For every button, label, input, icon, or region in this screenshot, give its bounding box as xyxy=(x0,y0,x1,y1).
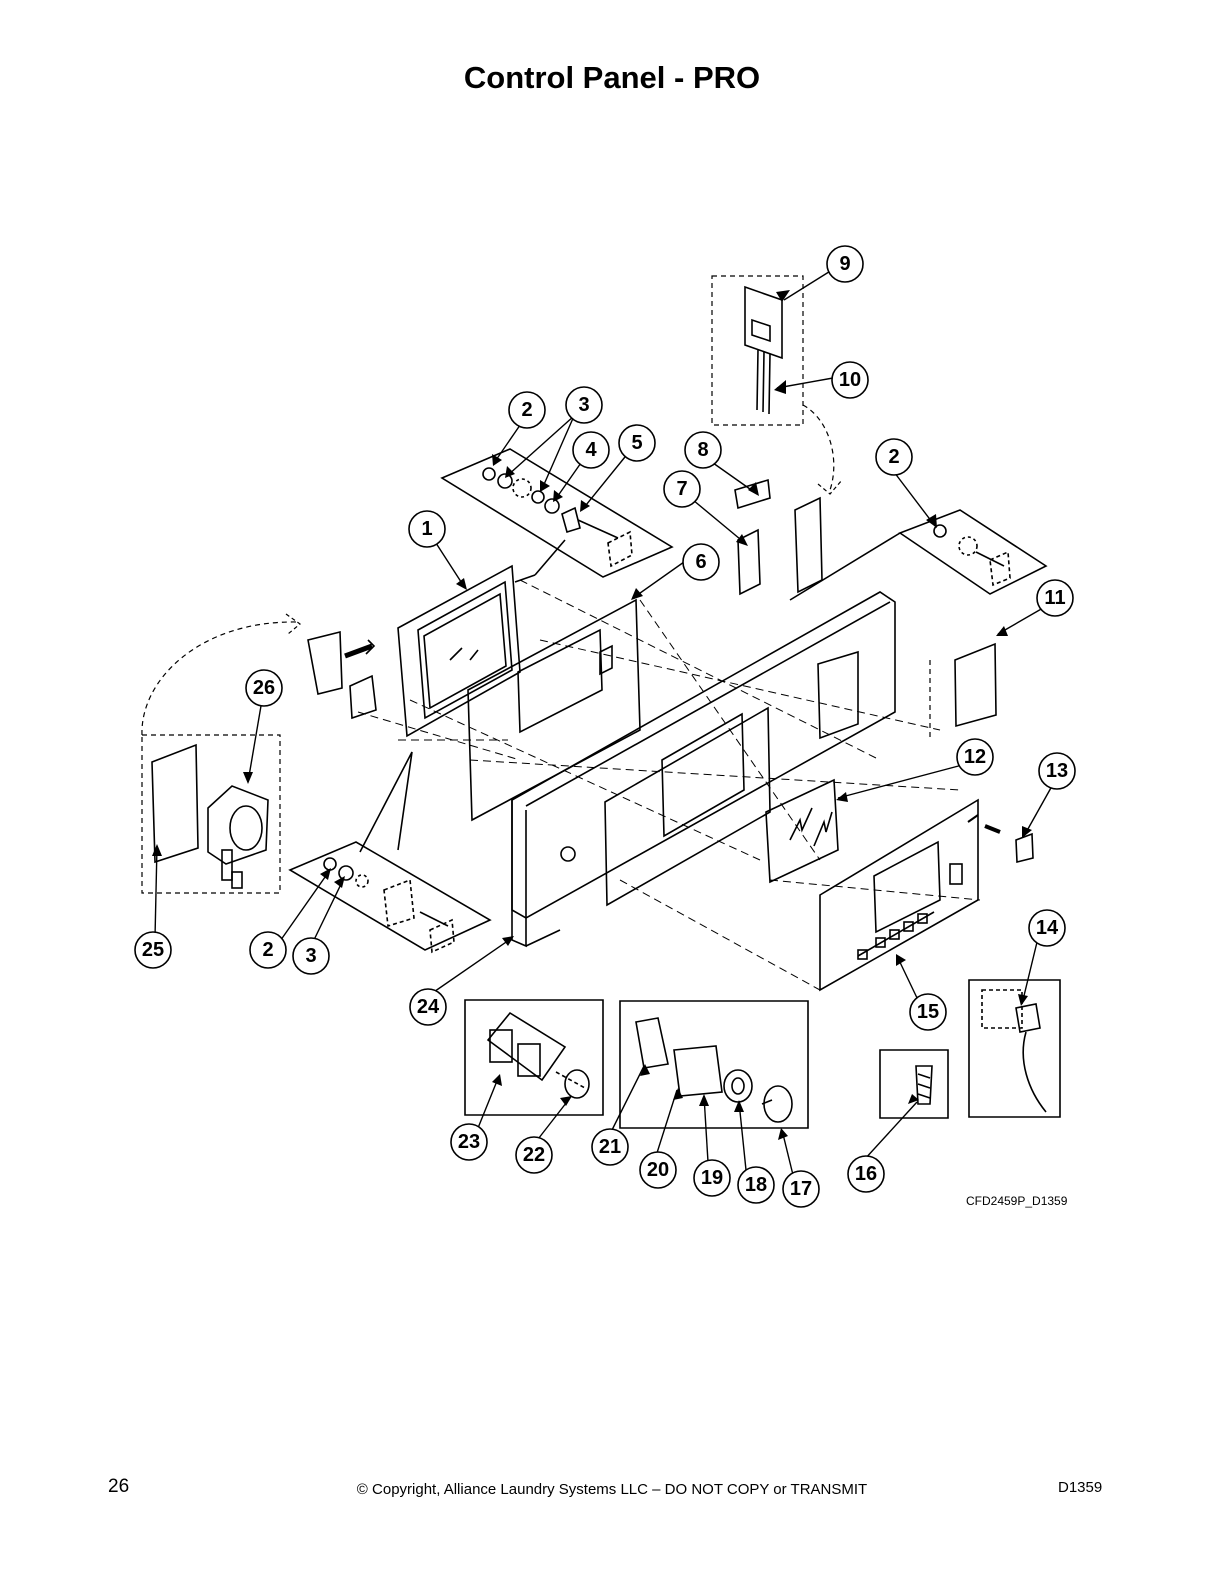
callout-label: 24 xyxy=(417,996,440,1018)
callout-label: 2 xyxy=(262,939,273,961)
page-title: Control Panel - PRO xyxy=(463,60,761,95)
callout-label: 2 xyxy=(888,446,899,468)
callout-label: 8 xyxy=(697,439,708,461)
callout-label: 6 xyxy=(695,551,706,573)
callout-label: 21 xyxy=(599,1136,621,1158)
callout-label: 16 xyxy=(855,1163,877,1185)
callout-label: 10 xyxy=(839,369,861,391)
callout-label: 3 xyxy=(578,394,589,416)
callout-label: 15 xyxy=(917,1001,939,1023)
callout-label: 26 xyxy=(253,677,275,699)
callout-label: 1 xyxy=(421,518,432,540)
footer-copyright: © Copyright, Alliance Laundry Systems LL… xyxy=(356,1481,868,1498)
footer-page-number: 26 xyxy=(108,1476,130,1497)
callout-label: 12 xyxy=(964,746,986,768)
callout-label: 22 xyxy=(523,1144,545,1166)
callout-label: 2 xyxy=(521,399,532,421)
footer-doc-code: D1359 xyxy=(1058,1479,1103,1496)
callout-label: 19 xyxy=(701,1167,723,1189)
callout-label: 9 xyxy=(839,253,850,275)
callout-label: 17 xyxy=(790,1178,812,1200)
drawing-id: CFD2459P_D1359 xyxy=(966,1194,1068,1208)
callout-label: 5 xyxy=(631,432,642,454)
callout-label: 11 xyxy=(1044,587,1065,609)
callout-label: 20 xyxy=(647,1159,669,1181)
callout-label: 25 xyxy=(142,939,164,961)
callout-label: 3 xyxy=(305,945,316,967)
callout-label: 13 xyxy=(1046,760,1068,782)
callout-label: 23 xyxy=(458,1131,480,1153)
callout-label: 7 xyxy=(676,478,687,500)
callout-label: 14 xyxy=(1036,917,1059,939)
callout-label: 18 xyxy=(745,1174,767,1196)
callout-label: 4 xyxy=(585,439,597,461)
